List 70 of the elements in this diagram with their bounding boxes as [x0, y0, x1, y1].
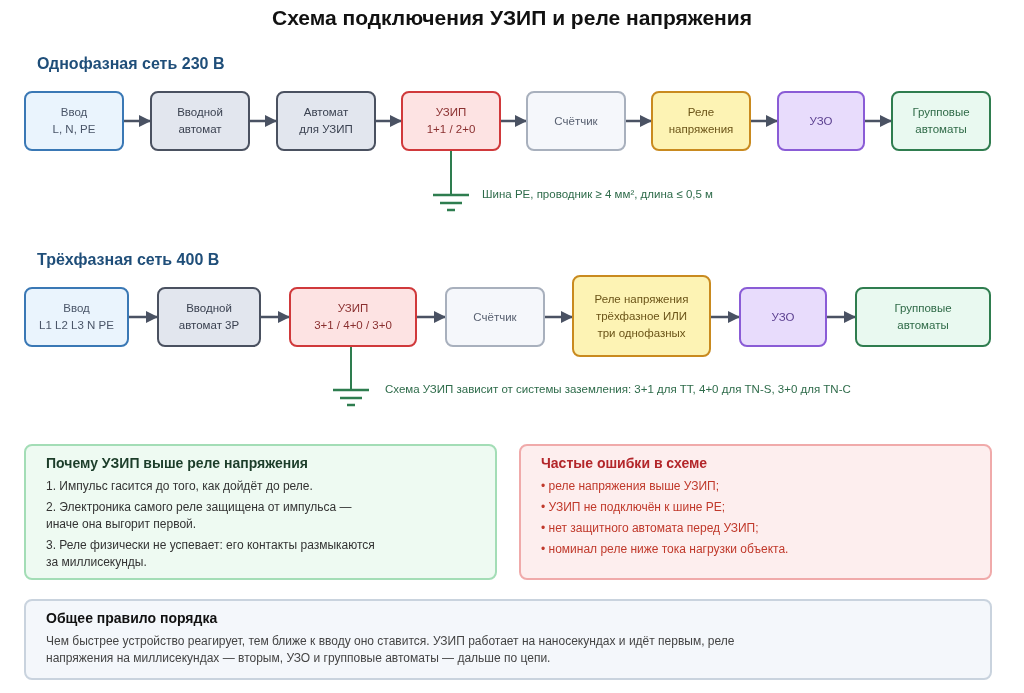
process-box — [24, 91, 124, 151]
process-box — [526, 91, 626, 151]
arrow — [129, 311, 158, 323]
box-label: УЗО — [809, 113, 833, 129]
arrow — [417, 311, 446, 323]
diagram-title: Схема подключения УЗИП и реле напряжения — [271, 6, 753, 30]
arrow — [865, 115, 892, 127]
list-item: • реле напряжения выше УЗИП; — [541, 478, 721, 495]
process-box — [651, 91, 751, 151]
process-box — [150, 91, 250, 151]
box-label: Счётчик — [473, 309, 517, 325]
arrow — [501, 115, 527, 127]
process-box — [777, 91, 865, 151]
box-label: 1+1 / 2+0 — [426, 122, 476, 137]
arrow — [545, 311, 573, 323]
ground-wire — [450, 150, 452, 189]
card-heading: Частые ошибки в схеме — [541, 455, 709, 472]
process-box — [445, 287, 545, 347]
card-text: Чем быстрее устройство реагирует, тем ближе к вводу оно ставится. УЗИП работает на наносекундах и идёт первым, реле напряжения на миллисекундах — вторым, УЗО и групповые автоматы — дальше по цепи. — [46, 633, 736, 667]
process-box — [24, 287, 129, 347]
box-label: 3+1 / 4+0 / 3+0 — [314, 318, 392, 333]
annotation-text: Шина PE, проводник ≥ 4 мм², длина ≤ 0,5 м — [482, 188, 713, 200]
arrow — [711, 311, 740, 323]
ground-symbol — [332, 383, 370, 407]
process-box — [157, 287, 261, 347]
card-heading: Общее правило порядка — [46, 610, 219, 627]
box-label: Вводной автомат 3P — [177, 301, 241, 333]
section-heading: Трёхфазная сеть 400 В — [37, 251, 220, 269]
arrow — [250, 115, 277, 127]
annotation-text: Схема УЗИП зависит от системы заземления: 3+1 для TT, 4+0 для TN-S, 3+0 для TN-C — [385, 383, 851, 395]
box-label: Групповые автоматы — [893, 301, 953, 333]
info-card — [24, 599, 992, 680]
info-card — [519, 444, 992, 580]
box-label: Реле напряжения — [667, 105, 735, 137]
arrow — [261, 311, 290, 323]
box-label: Вводной автомат — [176, 105, 224, 137]
arrow — [751, 115, 778, 127]
section-heading: Однофазная сеть 230 В — [37, 55, 225, 73]
box-label: УЗИП — [337, 301, 369, 316]
box-label: Счётчик — [554, 113, 598, 129]
box-label: УЗИП — [435, 105, 467, 120]
card-heading: Почему УЗИП выше реле напряжения — [46, 455, 309, 472]
process-box — [739, 287, 827, 347]
process-box — [572, 275, 711, 357]
box-label: Реле напряжения трёхфазное ИЛИ три однофазных — [593, 291, 690, 341]
arrow — [827, 311, 856, 323]
box-label: УЗО — [771, 309, 795, 325]
box-label: Ввод — [63, 301, 90, 316]
list-item: • номинал реле ниже тока нагрузки объекта. — [541, 541, 790, 558]
process-box — [289, 287, 417, 347]
list-item: • УЗИП не подключён к шине PE; — [541, 499, 727, 516]
list-item: 3. Реле физически не успевает: его контакты размыкаются за миллисекунды. — [46, 537, 376, 571]
list-item: 1. Импульс гасится до того, как дойдёт до реле. — [46, 478, 314, 495]
box-label: Автомат для УЗИП — [298, 105, 354, 137]
ground-symbol — [432, 188, 470, 212]
list-item: 2. Электроника самого реле защищена от импульса — иначе она выгорит первой. — [46, 499, 353, 533]
arrow — [376, 115, 402, 127]
process-box — [855, 287, 991, 347]
ground-wire — [350, 346, 352, 384]
arrow — [626, 115, 652, 127]
list-item: • нет защитного автомата перед УЗИП; — [541, 520, 760, 537]
box-label: L1 L2 L3 N PE — [39, 318, 114, 333]
box-label: L, N, PE — [52, 122, 96, 137]
arrow — [124, 115, 151, 127]
box-label: Ввод — [60, 105, 88, 120]
box-label: Групповые автоматы — [911, 105, 971, 137]
process-box — [891, 91, 991, 151]
process-box — [401, 91, 501, 151]
info-card — [24, 444, 497, 580]
process-box — [276, 91, 376, 151]
